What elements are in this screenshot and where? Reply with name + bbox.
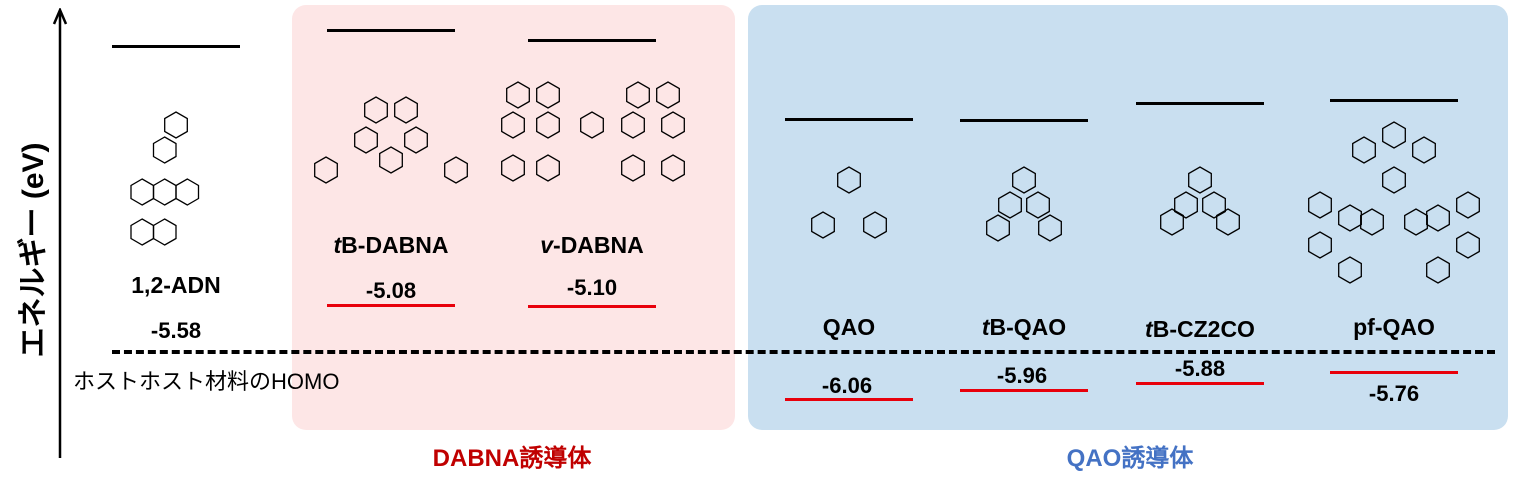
lumo-line-tb-cz2co: [1136, 102, 1264, 105]
molecule-name-tb-dabna: tB-DABNA: [334, 232, 449, 259]
ring-tb-dabna: [364, 96, 388, 124]
qao-derivatives-panel: [748, 5, 1508, 430]
ring-tb-qao: [1038, 214, 1062, 242]
ring-tb-dabna: [404, 126, 428, 154]
ring-tb-cz2co: [1160, 208, 1184, 236]
homo-value-pf-qao: -5.76: [1368, 381, 1420, 406]
name-prefix: t: [333, 232, 342, 258]
name-text: B-CZ2CO: [1152, 316, 1255, 342]
homo-value-tb-qao: -5.96: [996, 363, 1048, 388]
homo-line-tb-dabna: [327, 304, 455, 307]
ring-qao: [837, 166, 861, 194]
ring-1-2-adn: [130, 218, 155, 246]
ring-1-2-adn: [175, 178, 200, 206]
ring-pf-qao: [1412, 136, 1436, 164]
ring-v-dabna: [501, 154, 525, 182]
ring-v-dabna: [661, 111, 685, 139]
ring-tb-dabna: [379, 146, 403, 174]
name-prefix: v: [540, 232, 554, 258]
molecule-name-tb-qao: tB-QAO: [982, 314, 1066, 341]
ring-pf-qao: [1382, 166, 1406, 194]
name-text: QAO: [822, 314, 876, 340]
ring-pf-qao: [1352, 136, 1376, 164]
ring-1-2-adn: [152, 218, 177, 246]
ring-pf-qao: [1404, 208, 1428, 236]
molecule-name-pf-qao: pf-QAO: [1353, 314, 1435, 341]
ring-pf-qao: [1426, 256, 1450, 284]
ring-tb-cz2co: [1216, 208, 1240, 236]
qao-group-label: QAO誘導体: [1066, 445, 1194, 472]
ring-tb-dabna: [314, 156, 338, 184]
ring-1-2-adn: [130, 178, 155, 206]
ring-tb-qao: [1026, 191, 1050, 219]
ring-tb-dabna: [354, 126, 378, 154]
homo-value-tb-dabna: -5.08: [365, 278, 417, 303]
ring-tb-cz2co: [1202, 191, 1226, 219]
homo-line-tb-qao: [960, 389, 1088, 392]
ring-1-2-adn: [152, 178, 177, 206]
ring-tb-qao: [1012, 166, 1036, 194]
ring-pf-qao: [1382, 121, 1406, 149]
ring-tb-qao: [998, 191, 1022, 219]
ring-1-2-adn: [164, 111, 188, 139]
molecule-name-qao: QAO: [823, 314, 875, 341]
molecule-name-v-dabna: v-DABNA: [540, 232, 644, 259]
ring-v-dabna: [621, 154, 645, 182]
ring-pf-qao: [1308, 231, 1332, 259]
lumo-line-1-2-adn: [112, 45, 240, 48]
name-text: pf-QAO: [1353, 314, 1435, 340]
lumo-line-v-dabna: [528, 39, 656, 42]
ring-tb-cz2co: [1188, 166, 1212, 194]
lumo-line-qao: [785, 118, 913, 121]
ring-tb-qao: [986, 214, 1010, 242]
name-text: -DABNA: [553, 232, 644, 258]
homo-line-v-dabna: [528, 305, 656, 308]
name-text: B-DABNA: [341, 232, 449, 258]
ring-v-dabna: [661, 154, 685, 182]
ring-tb-dabna: [394, 96, 418, 124]
ring-pf-qao: [1360, 208, 1384, 236]
ring-v-dabna: [536, 111, 560, 139]
molecule-name-1-2-adn: 1,2-ADN: [131, 272, 220, 299]
name-prefix: t: [981, 314, 990, 340]
ring-v-dabna: [656, 81, 680, 109]
ring-v-dabna: [501, 111, 525, 139]
ring-pf-qao: [1456, 231, 1480, 259]
ring-v-dabna: [536, 81, 560, 109]
homo-value-qao: -6.06: [821, 373, 873, 398]
ring-tb-dabna: [444, 156, 468, 184]
ring-qao: [811, 211, 835, 239]
homo-line-tb-cz2co: [1136, 382, 1264, 385]
energy-axis-arrow: [52, 8, 68, 458]
ring-pf-qao: [1338, 256, 1362, 284]
ring-pf-qao: [1308, 191, 1332, 219]
ring-v-dabna: [506, 81, 530, 109]
host-homo-dashed-line: [112, 350, 1495, 354]
name-text: 1,2-ADN: [131, 272, 221, 298]
homo-value-1-2-adn: -5.58: [150, 318, 202, 343]
dabna-group-label: DABNA誘導体: [432, 445, 592, 472]
ring-tb-cz2co: [1174, 191, 1198, 219]
dabna-derivatives-panel: [292, 5, 735, 430]
name-text: B-QAO: [989, 314, 1067, 340]
ring-v-dabna: [580, 111, 604, 139]
host-homo-label: ホストホスト材料のHOMO: [73, 369, 340, 394]
lumo-line-pf-qao: [1330, 99, 1458, 102]
ring-v-dabna: [626, 81, 650, 109]
homo-line-pf-qao: [1330, 371, 1458, 374]
homo-value-v-dabna: -5.10: [566, 275, 618, 300]
ring-qao: [863, 211, 887, 239]
ring-1-2-adn: [152, 136, 177, 164]
homo-value-tb-cz2co: -5.88: [1174, 356, 1226, 381]
name-prefix: t: [1145, 316, 1153, 342]
ring-v-dabna: [621, 111, 645, 139]
ring-v-dabna: [536, 154, 560, 182]
ring-pf-qao: [1426, 204, 1450, 232]
lumo-line-tb-qao: [960, 119, 1088, 122]
molecule-name-tb-cz2co: tB-CZ2CO: [1145, 316, 1255, 343]
lumo-line-tb-dabna: [327, 29, 455, 32]
ring-pf-qao: [1338, 204, 1362, 232]
ring-pf-qao: [1456, 191, 1480, 219]
homo-line-qao: [785, 398, 913, 401]
